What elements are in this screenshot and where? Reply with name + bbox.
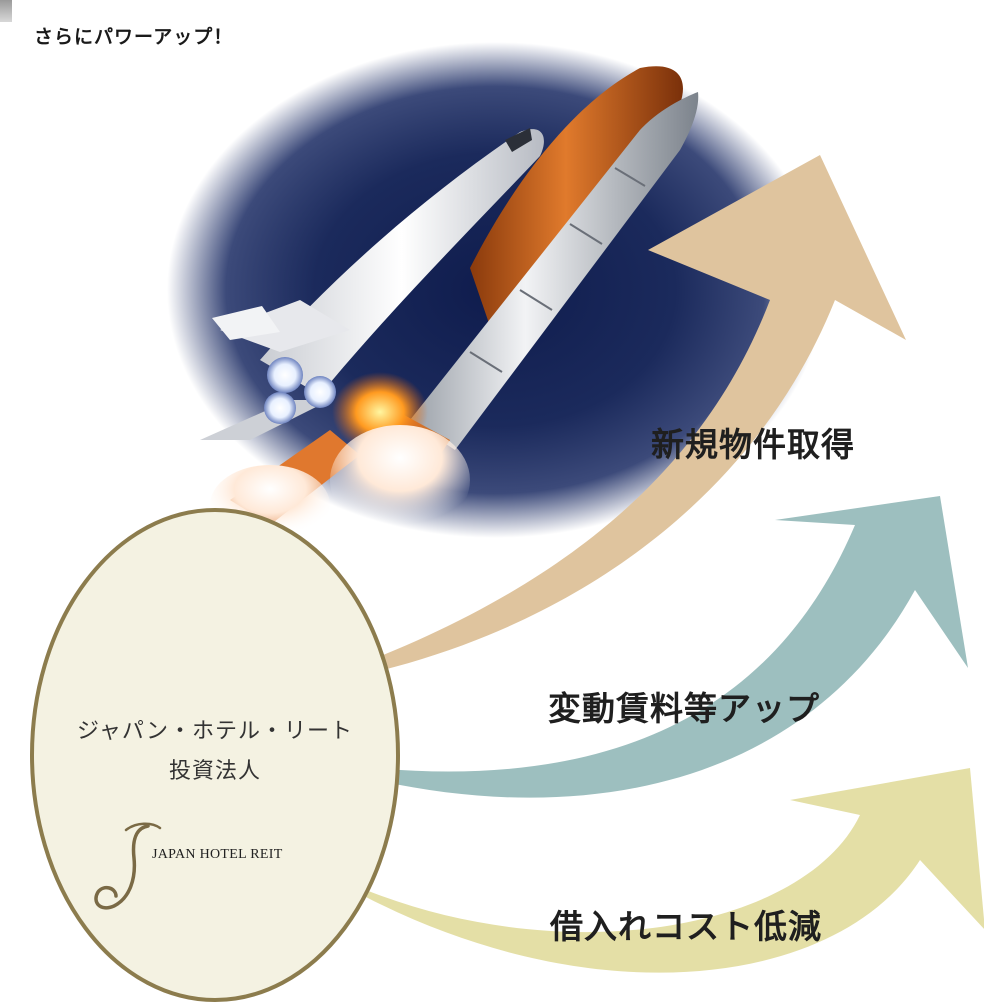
corporation-name-line2: 投資法人	[168, 759, 261, 784]
company-ellipse	[30, 508, 400, 1002]
cost-reduction-label: 借入れコスト低減	[550, 907, 822, 946]
corporation-name-line1: ジャパン・ホテル・リート	[76, 719, 353, 744]
headline: さらにパワーアップ！	[34, 26, 234, 48]
script-j-logo-icon	[94, 822, 162, 910]
space-shuttle-icon	[200, 66, 699, 545]
acquisition-label: 新規物件取得	[651, 425, 855, 464]
corporation-name: ジャパン・ホテル・リート 投資法人	[50, 712, 380, 792]
corner-mark	[0, 0, 12, 22]
variable-rent-label: 変動賃料等アップ	[548, 689, 820, 728]
acquisition-arrow	[296, 155, 906, 687]
cost-reduction-arrow	[302, 768, 984, 973]
logo-text: JAPAN HOTEL REIT	[152, 847, 283, 862]
